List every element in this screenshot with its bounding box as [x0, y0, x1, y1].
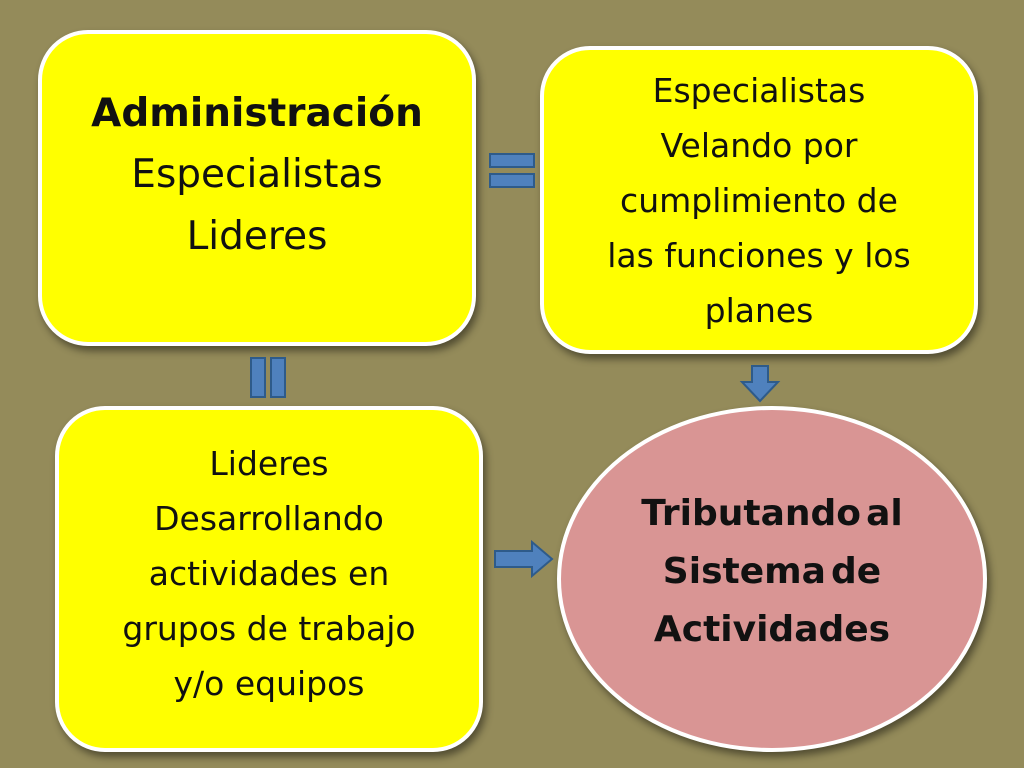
node-tributando-line: al Sistema [662, 493, 903, 592]
node-lideres-line: y/o equipos [173, 663, 365, 703]
node-lideres: Lideres Desarrollando actividades en gru… [55, 406, 483, 752]
node-administracion: Administración Especialistas Lideres [38, 30, 476, 346]
arrow-down-icon [739, 365, 781, 403]
equals-vertical-icon [250, 357, 286, 398]
node-especialistas: Especialistas Velando por cumplimiento d… [540, 46, 978, 354]
node-tributando-line: Tributando [641, 493, 861, 534]
node-lideres-line: grupos de trabajo [122, 608, 416, 648]
node-lideres-line: Lideres [209, 443, 329, 483]
node-administracion-line: Especialistas [131, 152, 383, 197]
node-lideres-line: Desarrollando [154, 498, 384, 538]
node-administracion-title: Administración [91, 91, 423, 136]
node-especialistas-line: planes [704, 290, 814, 330]
node-especialistas-line: Especialistas [652, 70, 866, 110]
node-lideres-line: actividades en [148, 553, 390, 593]
node-especialistas-line: Velando por [660, 125, 858, 165]
node-especialistas-line: cumplimiento de [620, 180, 898, 220]
node-tributando: Tributando al Sistema de Actividades [557, 406, 987, 752]
arrow-right-icon [494, 539, 554, 579]
node-administracion-line: Lideres [186, 214, 328, 259]
equals-icon [489, 153, 535, 188]
node-tributando-line: Actividades [653, 609, 891, 650]
node-especialistas-line: las funciones y los [607, 235, 911, 275]
node-tributando-line: de [831, 551, 882, 592]
